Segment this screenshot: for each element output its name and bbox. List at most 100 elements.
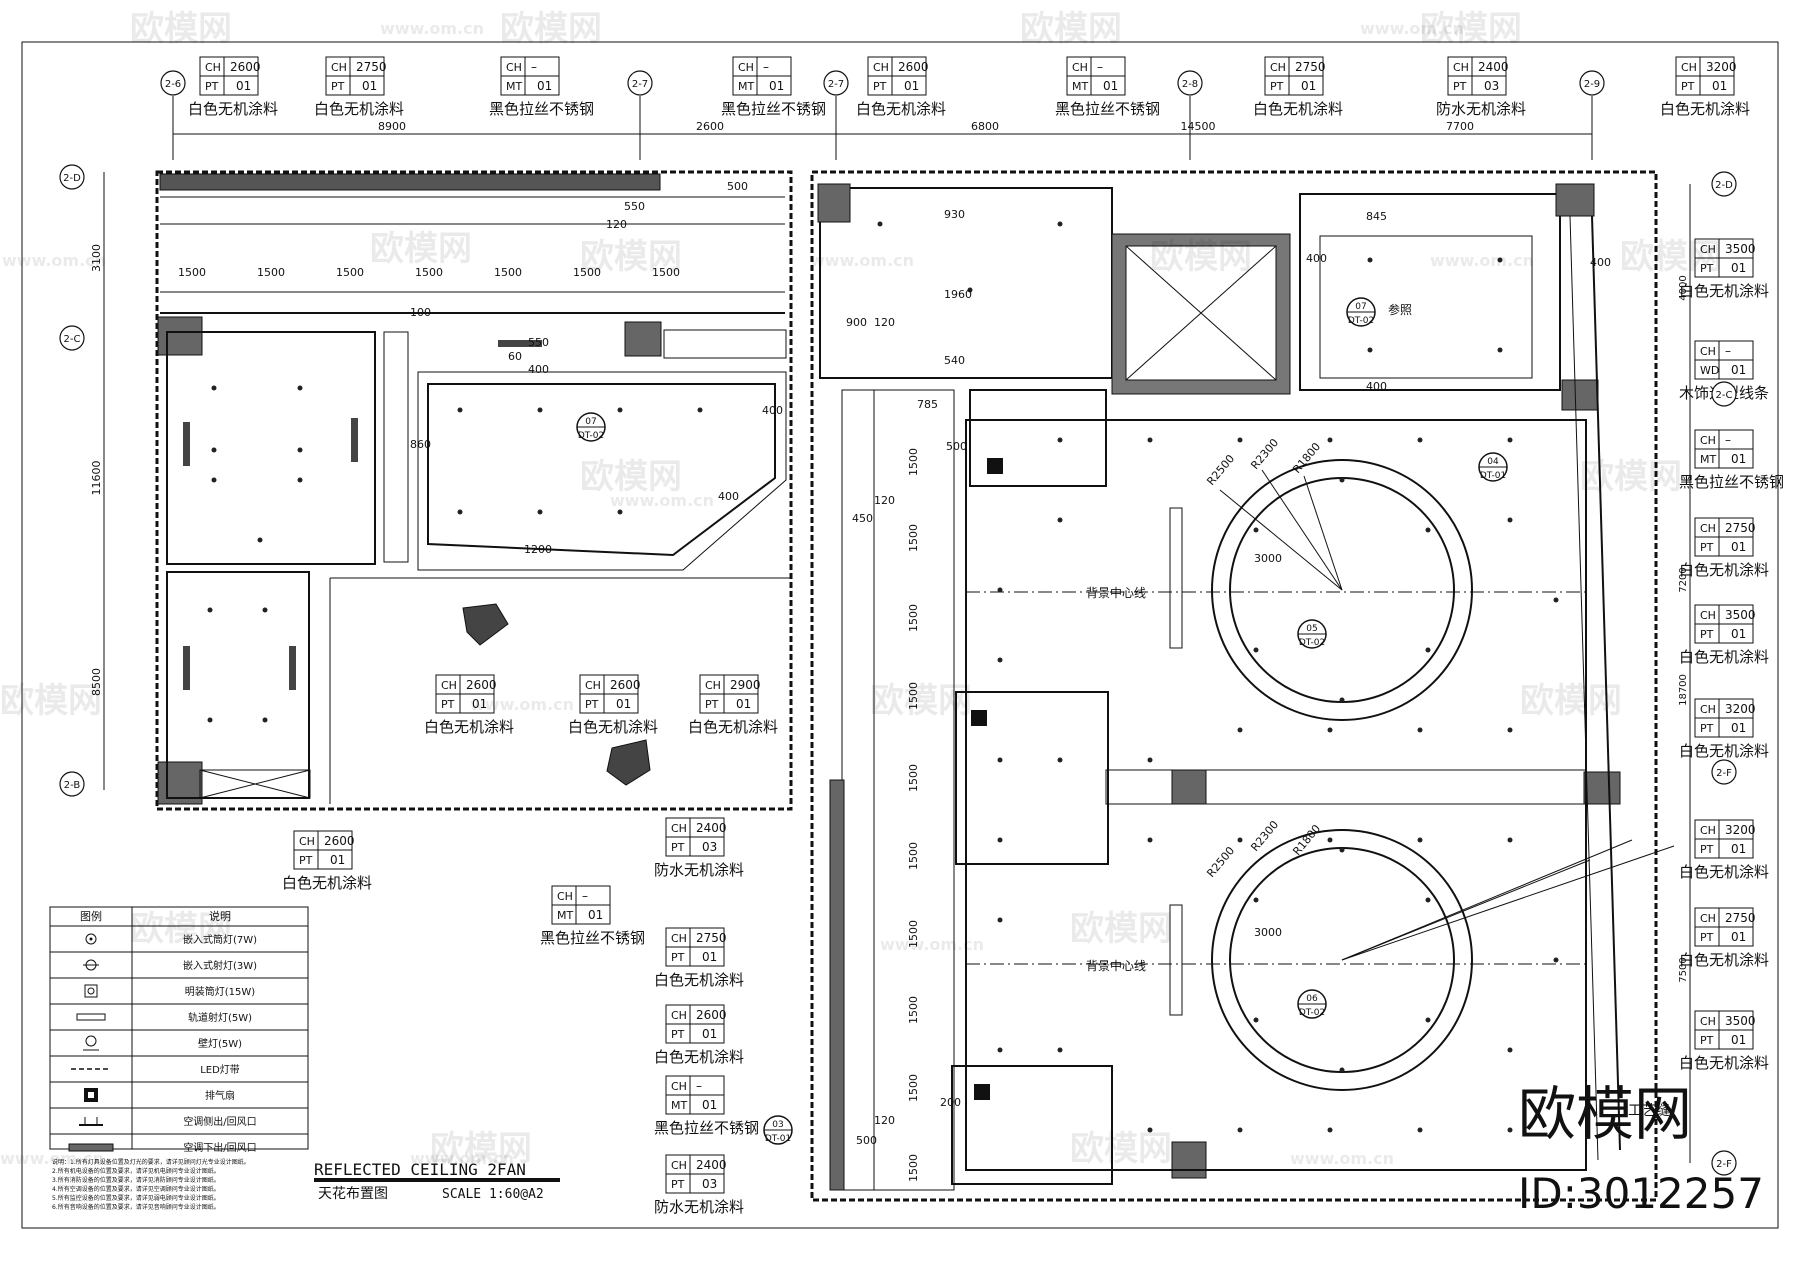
tag-code: PT <box>671 1028 685 1041</box>
tag-ch-label: CH <box>671 1009 687 1022</box>
recessed-light-icon <box>537 407 543 413</box>
tag-ch-value: – <box>531 60 537 74</box>
legend-note: 3.所有消防设备的位置及要求，请详见消防顾问专业设计图纸。 <box>52 1176 220 1184</box>
tag-ch-value: 3500 <box>1725 242 1756 256</box>
watermark-brand: 欧模网 <box>500 9 602 49</box>
recessed-light-icon <box>1507 517 1513 523</box>
tag-num: 01 <box>702 1098 717 1112</box>
tag-code: PT <box>671 1178 685 1191</box>
tag-ch-value: 2600 <box>324 834 355 848</box>
recessed-light-icon <box>211 385 217 391</box>
tag-ch-value: 2600 <box>610 678 641 692</box>
recessed-light-icon <box>457 509 463 515</box>
tag-ch-label: CH <box>205 61 221 74</box>
recessed-light-icon <box>1327 1127 1333 1133</box>
tag-code: PT <box>671 841 685 854</box>
sheet-frame <box>21 41 1779 1229</box>
recessed-light-icon <box>1417 437 1423 443</box>
left-plan <box>155 170 793 811</box>
room-left-upper <box>166 331 376 565</box>
column <box>1555 183 1595 217</box>
tag-note: 黑色拉丝不锈钢 <box>654 1119 759 1137</box>
tag-code: PT <box>1700 628 1714 641</box>
tag-ch-value: 2750 <box>1725 911 1756 925</box>
tag-ch-label: CH <box>1700 434 1716 447</box>
recessed-light-icon <box>1507 437 1513 443</box>
tag-ch-label: CH <box>557 890 573 903</box>
dimension-text: 500 <box>856 1134 877 1147</box>
legend-note: 说明：1.所有灯具设备位置及灯光的要求，请详见顾问灯光专业设计图纸。 <box>52 1158 250 1166</box>
dimension-text: 1500 <box>907 842 920 870</box>
tag-ch-value: 2600 <box>230 60 261 74</box>
recessed-light-icon <box>1339 697 1345 703</box>
watermark-site: www.om.cn <box>880 935 984 954</box>
room-top-right <box>1299 193 1561 391</box>
watermark-site: www.om.cn <box>2 251 106 270</box>
detail-markers: 07DT-0207DT-0204DT-0105DT-0206DT-0203DT-… <box>576 297 1508 1145</box>
recessed-light-icon <box>967 287 973 293</box>
tag-ch-value: 2600 <box>898 60 929 74</box>
column <box>1583 771 1621 805</box>
tag-code: PT <box>1270 80 1284 93</box>
marker-ref: DT-02 <box>578 431 604 441</box>
dimension-text: R2300 <box>1248 436 1281 472</box>
recessed-light-icon <box>1057 1047 1063 1053</box>
tag-note: 黑色拉丝不锈钢 <box>1679 473 1784 491</box>
tag-note: 白色无机涂料 <box>188 100 278 118</box>
legend-frame <box>49 906 309 1150</box>
light-fixture <box>183 646 190 690</box>
legend-header-symbol: 图例 <box>80 909 102 923</box>
tag-note: 防水无机涂料 <box>654 1198 744 1216</box>
dimension-text: 845 <box>1366 210 1387 223</box>
recessed-light-icon <box>1147 1127 1153 1133</box>
recessed-light-icon <box>1507 727 1513 733</box>
recessed-light-icon <box>1237 727 1243 733</box>
tag-ch-value: 2750 <box>356 60 387 74</box>
tag-ch-value: 3200 <box>1725 702 1756 716</box>
tag-note: 白色无机涂料 <box>1679 951 1769 969</box>
surface-downlight-icon <box>84 984 98 998</box>
tag-note: 白色无机涂料 <box>1679 282 1769 300</box>
grid-bubble: 2-7 <box>627 70 653 96</box>
tag-code: PT <box>1700 931 1714 944</box>
tag-ch-label: CH <box>671 932 687 945</box>
dimension-text: 900 <box>846 316 867 329</box>
tag-code: PT <box>585 698 599 711</box>
cabinet-strip <box>383 331 409 563</box>
tag-ch-value: 2900 <box>730 678 761 692</box>
tag-num: 01 <box>1731 261 1746 275</box>
seam-note: 工艺缝 <box>1628 1103 1670 1119</box>
dimension-text: R1800 <box>1290 440 1323 476</box>
grid-bubble: 2-9 <box>1579 70 1605 96</box>
marker-num: 03 <box>772 1120 783 1130</box>
recessed-light-icon <box>1253 527 1259 533</box>
dimension-text: 1500 <box>907 682 920 710</box>
tag-ch-label: CH <box>671 822 687 835</box>
ceiling-recess-left <box>427 383 776 557</box>
recessed-light-icon <box>1327 437 1333 443</box>
tag-note: 白色无机涂料 <box>282 874 372 892</box>
tag-num: 01 <box>1712 79 1727 93</box>
recessed-light-icon <box>997 757 1003 763</box>
recessed-light-icon <box>1339 1067 1345 1073</box>
recessed-light-icon <box>1417 1127 1423 1133</box>
watermark-brand: 欧模网 <box>130 909 232 949</box>
legend-label: 排气扇 <box>205 1089 235 1102</box>
tag-ch-label: CH <box>671 1159 687 1172</box>
dimension-text: 1500 <box>907 448 920 476</box>
tag-ch-label: CH <box>1700 912 1716 925</box>
tag-note: 白色无机涂料 <box>1253 100 1343 118</box>
dimension-text: 7500 <box>1678 957 1689 982</box>
left-plan-boundary <box>155 170 793 811</box>
legend-rows: 嵌入式筒灯(7W)嵌入式射灯(3W)明装筒灯(15W)轨道射灯(5W)壁灯(5W… <box>50 925 308 1154</box>
dimension-text: 8900 <box>378 120 406 133</box>
tag-ch-value: – <box>763 60 769 74</box>
drawing-title-en: REFLECTED CEILING 2FAN <box>314 1160 526 1179</box>
radius-line <box>1261 469 1343 591</box>
watermark: 欧模网欧模网欧模网欧模网欧模网欧模网欧模网欧模网欧模网欧模网欧模网欧模网欧模网欧… <box>0 9 1722 1169</box>
watermark-brand: 欧模网 <box>580 457 682 497</box>
